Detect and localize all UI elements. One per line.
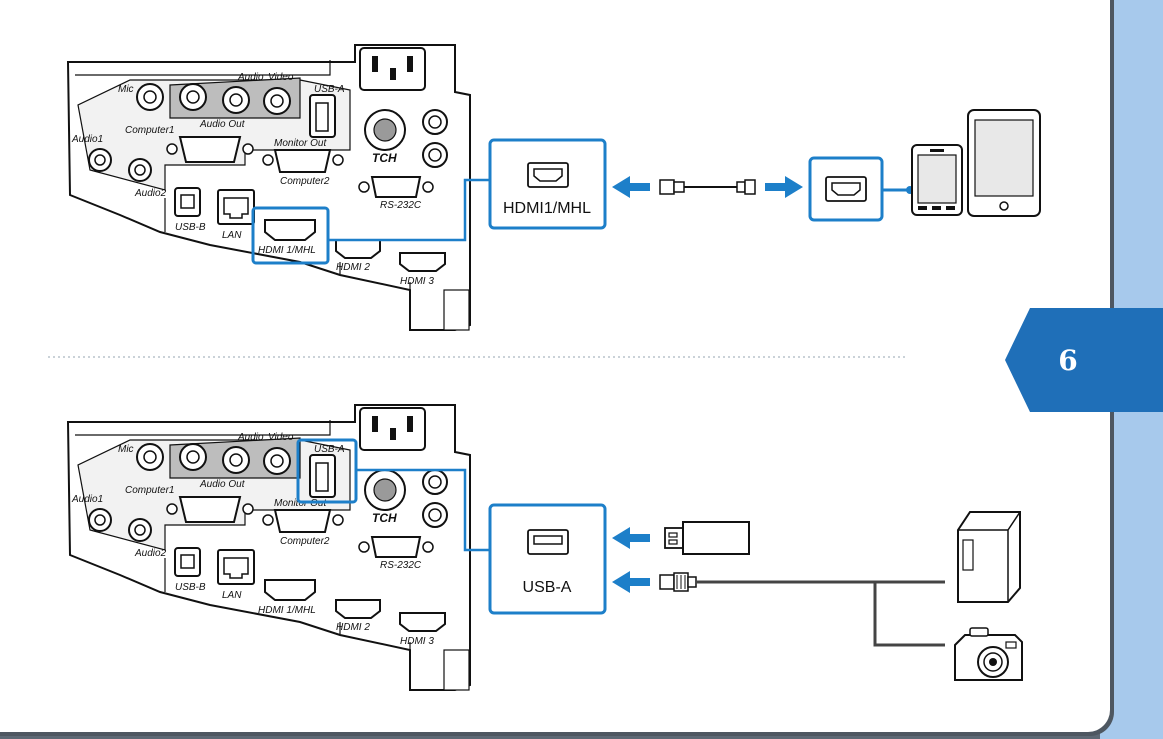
page-tab: 6 [1005, 308, 1163, 412]
digital-camera-icon [954, 627, 1023, 681]
label-audio1: Audio1 [71, 134, 103, 145]
label-mic: Mic [118, 444, 134, 455]
label-computer2: Computer2 [280, 176, 330, 187]
label-computer2: Computer2 [280, 536, 330, 547]
label-audio: Audio [237, 432, 264, 443]
label-lan: LAN [222, 230, 242, 241]
callout-label-usb: USB-A [523, 579, 572, 596]
projector-rear-panel-bottom: Mic Audio Video USB-A Audio Out Computer… [67, 404, 471, 691]
label-usb-a: USB-A [314, 444, 345, 455]
label-mic: Mic [118, 84, 134, 95]
label-tch: TCH [372, 511, 397, 525]
device-hdmi-port-box [808, 156, 884, 222]
callout-hdmi1-mhl: HDMI1/MHL [488, 138, 607, 230]
label-usb-a: USB-A [314, 84, 345, 95]
label-audio-out: Audio Out [199, 479, 246, 490]
label-hdmi3: HDMI 3 [400, 276, 434, 287]
label-video: Video [268, 432, 294, 443]
hdmi-port-icon [527, 162, 569, 188]
usb-flash-drive-icon [664, 521, 750, 555]
usb-cable-icon [659, 572, 697, 592]
label-computer1: Computer1 [125, 485, 174, 496]
label-audio2: Audio2 [134, 188, 167, 199]
hdmi1-highlight [251, 206, 330, 265]
label-hdmi2: HDMI 2 [336, 622, 370, 633]
label-hdmi3: HDMI 3 [400, 636, 434, 647]
label-usb-b: USB-B [175, 222, 206, 233]
leader-line-usb [356, 468, 490, 552]
label-lan: LAN [222, 590, 242, 601]
projector-rear-panel-top: Mic Audio Video USB-A Audio Out Computer… [67, 44, 471, 331]
label-audio1: Audio1 [71, 494, 103, 505]
leader-line-hdmi [328, 178, 490, 242]
label-rs232c: RS-232C [380, 200, 422, 211]
label-audio: Audio [237, 72, 264, 83]
label-audio2: Audio2 [134, 548, 167, 559]
arrow-right-icon [765, 176, 803, 198]
label-usb-b: USB-B [175, 582, 206, 593]
arrow-left-icon [612, 571, 650, 593]
callout-label-hdmi: HDMI1/MHL [503, 200, 591, 217]
arrow-left-icon [612, 176, 650, 198]
label-hdmi1: HDMI 1/MHL [258, 605, 316, 616]
arrow-left-icon [612, 527, 650, 549]
label-tch: TCH [372, 151, 397, 165]
external-hard-drive-icon [957, 511, 1021, 603]
label-hdmi2: HDMI 2 [336, 262, 370, 273]
tablet-icon [967, 109, 1041, 217]
callout-usb-a: USB-A [488, 503, 607, 615]
label-computer1: Computer1 [125, 125, 174, 136]
label-hdmi1: HDMI 1/MHL [258, 245, 316, 256]
usb-port-icon [527, 529, 569, 555]
label-rs232c: RS-232C [380, 560, 422, 571]
label-video: Video [268, 72, 294, 83]
page-number: 6 [1058, 344, 1077, 377]
usb-cable-branch [696, 580, 945, 647]
label-monitor-out: Monitor Out [274, 138, 327, 149]
mhl-cable-icon [659, 179, 756, 195]
label-monitor-out: Monitor Out [274, 498, 327, 509]
smartphone-icon [911, 144, 963, 216]
label-audio-out: Audio Out [199, 119, 246, 130]
